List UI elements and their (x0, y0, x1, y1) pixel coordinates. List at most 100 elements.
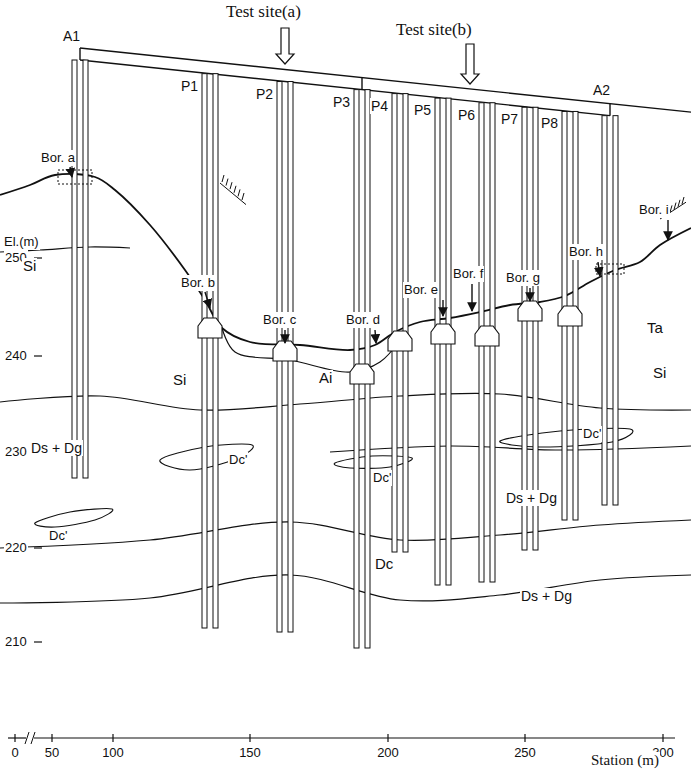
pier-label: P2 (255, 86, 274, 102)
slope-hatch (238, 189, 240, 196)
stratum-label: Dc' (582, 426, 602, 442)
stratum-label: Ds + Dg (520, 588, 573, 604)
borehole-label: Bor. g (505, 270, 541, 286)
axis-tick (387, 734, 388, 742)
stratum-label: Si (652, 365, 667, 381)
pier-label: P5 (413, 102, 432, 118)
slope-hatch (230, 182, 232, 189)
pier-label: P7 (500, 111, 519, 127)
stratum-boundary (0, 520, 691, 548)
alluvium-boundary (222, 328, 400, 372)
girder-joint (609, 104, 610, 116)
girder-joint (361, 78, 362, 90)
pier-label: P3 (332, 94, 351, 110)
pier-label: P6 (457, 107, 476, 123)
slope-hatch (222, 175, 224, 182)
station-axis (34, 737, 675, 738)
pile-cap (273, 341, 297, 361)
ground-surface (0, 174, 691, 350)
pile-cap (475, 326, 499, 346)
stratum-label: Ds + Dg (505, 490, 558, 506)
stratum-label: Dc' (372, 470, 392, 486)
axis-tick (112, 734, 113, 742)
borehole-label: Bor. e (403, 282, 439, 298)
slope-hatch (682, 197, 684, 204)
elevation-label: 210 (4, 634, 28, 650)
pile (613, 116, 618, 505)
test-site-label: Test site(a) (225, 4, 302, 20)
pile (522, 107, 527, 550)
clay-lens (35, 509, 113, 528)
station-label: 200 (376, 745, 400, 761)
stratum-label: Si (22, 258, 37, 274)
station-label: 250 (513, 745, 537, 761)
station-label: 0 (10, 745, 19, 761)
axis-tick (34, 547, 42, 548)
elevation-label: 240 (4, 348, 28, 364)
pile-cap (431, 324, 455, 344)
borehole-label: Bor. a (40, 150, 76, 166)
stratum-boundary (0, 393, 691, 410)
stratum-label: Ai (318, 370, 333, 386)
axis-tick (34, 641, 42, 642)
slope-hatch (234, 186, 236, 193)
borehole-arrow (598, 262, 600, 276)
borehole-label: Bor. d (345, 312, 381, 328)
axis-tick (662, 734, 663, 742)
stratum-label: Si (172, 372, 187, 388)
axis-break (25, 732, 29, 744)
borehole-arrow (284, 330, 285, 343)
pile-cap (388, 331, 412, 351)
axis-tick (14, 734, 15, 742)
pile-cap (198, 318, 222, 338)
borehole-label: Bor. f (452, 266, 484, 282)
elevation-label: 230 (4, 444, 28, 460)
girder-joint (79, 48, 80, 60)
pile (213, 74, 218, 628)
borehole-arrow (667, 220, 668, 240)
pile (403, 94, 408, 552)
station-label: 150 (238, 745, 262, 761)
borehole-arrow (205, 292, 210, 308)
pier-label: P4 (370, 98, 389, 114)
borehole-arrow (375, 330, 376, 343)
pile (202, 74, 207, 628)
pile (533, 107, 538, 550)
borehole-label: Bor. b (180, 275, 216, 291)
borehole-arrow (471, 284, 472, 311)
axis-tick (524, 734, 525, 742)
pile (602, 116, 607, 505)
stratum-label: Dc' (228, 452, 248, 468)
pile-cap (558, 306, 582, 326)
elevation-label: El.(m) (3, 234, 40, 250)
borehole-arrow (529, 288, 530, 301)
pier-label: A1 (62, 28, 81, 44)
borehole-arrow (70, 167, 72, 177)
elevation-label: 220 (4, 540, 28, 556)
station-label: Station (m) (590, 752, 660, 768)
slope-hatch (226, 179, 228, 186)
slope-hatch (220, 183, 246, 205)
stratum-label: Ta (646, 320, 664, 336)
stratum-label: Dc (374, 556, 394, 572)
pier-label: A2 (592, 82, 611, 98)
pile (83, 60, 88, 478)
stratum-boundary (330, 446, 691, 452)
stratum-label: Dc' (48, 528, 68, 544)
borehole-label: Bor. h (568, 244, 604, 260)
station-label: 100 (101, 745, 125, 761)
test-site-label: Test site(b) (395, 22, 473, 38)
station-label: 50 (44, 745, 60, 761)
test-site-arrow (276, 28, 294, 64)
borehole-label: Bor. i (638, 202, 670, 218)
stratum-label: Ds + Dg (30, 440, 83, 456)
pile-cap (350, 364, 374, 384)
pier-label: P8 (540, 115, 559, 131)
slope-hatch (242, 193, 244, 200)
test-site-arrow (461, 44, 479, 84)
pile (72, 60, 77, 478)
station-axis (8, 737, 26, 738)
axis-tick (51, 734, 52, 742)
